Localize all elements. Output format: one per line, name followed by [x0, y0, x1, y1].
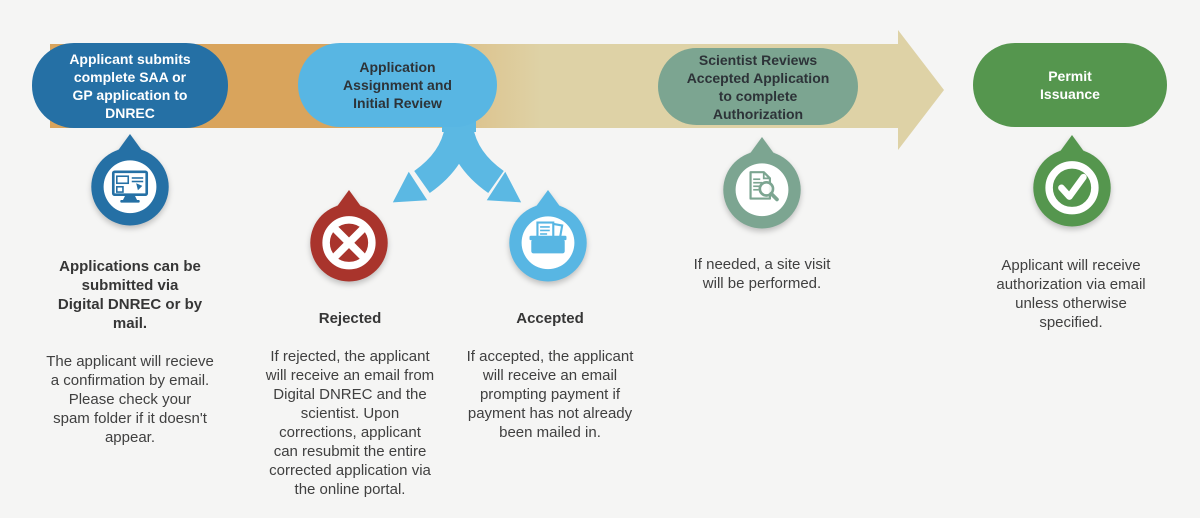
stage-pill-label: Scientist Reviews Accepted Application t… [686, 51, 830, 122]
stage-pill-label: Application Assignment and Initial Revie… [343, 59, 452, 111]
accepted-tray-icon [509, 189, 587, 282]
rejected-cross-icon [310, 189, 388, 282]
note-submit-heading: Applications can be submitted via Digita… [57, 258, 203, 332]
note-rejected-body: If rejected, the applicant will receive … [265, 348, 435, 498]
stage-pill-scientist: Scientist Reviews Accepted Application t… [658, 48, 858, 125]
note-scientist: If needed, a site visit will be performe… [672, 236, 852, 312]
note-permit-body: Applicant will receive authorization via… [996, 257, 1146, 331]
stage-pill-label: Applicant submits complete SAA or GP app… [69, 50, 191, 121]
check-icon [1033, 134, 1111, 227]
note-permit: Applicant will receive authorization via… [962, 237, 1180, 351]
note-rejected-heading: Rejected [318, 310, 382, 327]
note-accepted-body: If accepted, the applicant will receive … [466, 348, 634, 441]
note-rejected: Rejected If rejected, the applicant will… [253, 290, 447, 518]
document-search-icon [723, 136, 801, 229]
stage-pill-review: Application Assignment and Initial Revie… [298, 43, 497, 127]
note-submit-body: The applicant will recieve a confirmatio… [46, 353, 214, 446]
note-submit: Applications can be submitted via Digita… [24, 238, 236, 466]
note-accepted: Accepted If accepted, the applicant will… [453, 290, 647, 461]
stage-pill-submit: Applicant submits complete SAA or GP app… [32, 43, 228, 128]
note-scientist-body: If needed, a site visit will be performe… [693, 256, 831, 292]
stage-pill-label: Permit Issuance [1040, 68, 1100, 102]
note-accepted-heading: Accepted [516, 310, 584, 327]
monitor-icon [91, 133, 169, 226]
stage-pill-permit: Permit Issuance [973, 43, 1167, 127]
process-arrowhead-icon [898, 30, 944, 150]
